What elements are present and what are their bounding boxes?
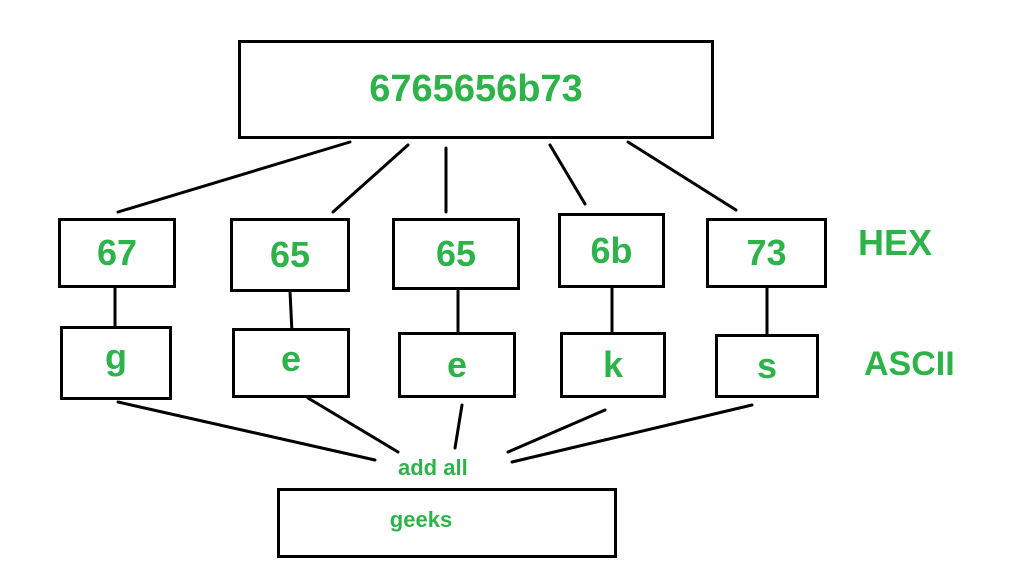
root-hex-box: 6765656b73 bbox=[238, 40, 714, 139]
hex-value: 65 bbox=[269, 234, 311, 275]
edge-root-hex-1 bbox=[116, 140, 352, 214]
edge-ascii-sum-4 bbox=[506, 408, 607, 454]
root-hex-value: 6765656b73 bbox=[369, 68, 583, 110]
ascii-char: e bbox=[280, 338, 302, 379]
ascii-char: e bbox=[446, 344, 468, 385]
hex-value: 6b bbox=[590, 229, 633, 271]
edge-ascii-sum-3 bbox=[453, 403, 464, 450]
ascii-box: e bbox=[398, 332, 516, 398]
hex-box: 67 bbox=[58, 218, 176, 288]
edge-root-hex-4 bbox=[548, 143, 587, 206]
ascii-box: e bbox=[232, 328, 350, 398]
ascii-char: g bbox=[105, 336, 127, 377]
hex-box: 65 bbox=[392, 218, 520, 290]
ascii-char: k bbox=[602, 344, 624, 385]
ascii-char: s bbox=[756, 345, 778, 386]
edge-ascii-sum-2 bbox=[306, 396, 400, 454]
edge-hex-ascii-2 bbox=[288, 289, 294, 335]
edge-ascii-sum-5 bbox=[510, 403, 754, 464]
edge-ascii-sum-1 bbox=[116, 400, 377, 462]
hex-box: 65 bbox=[230, 218, 350, 292]
hex-value: 73 bbox=[746, 232, 787, 273]
ascii-row-label: ASCII bbox=[864, 345, 955, 383]
edge-root-hex-2 bbox=[331, 143, 410, 214]
hex-row-label: HEX bbox=[858, 222, 933, 263]
hex-box: 6b bbox=[558, 213, 665, 288]
combine-label: add all bbox=[398, 455, 468, 480]
edge-root-hex-5 bbox=[626, 140, 738, 212]
ascii-box: s bbox=[715, 334, 819, 398]
hex-value: 65 bbox=[435, 233, 477, 274]
result-value: geeks bbox=[389, 507, 453, 532]
ascii-box: g bbox=[60, 326, 172, 400]
hex-value: 67 bbox=[96, 232, 138, 273]
hex-box: 73 bbox=[706, 218, 827, 288]
result-box: geeks bbox=[277, 488, 617, 558]
ascii-box: k bbox=[560, 332, 666, 398]
